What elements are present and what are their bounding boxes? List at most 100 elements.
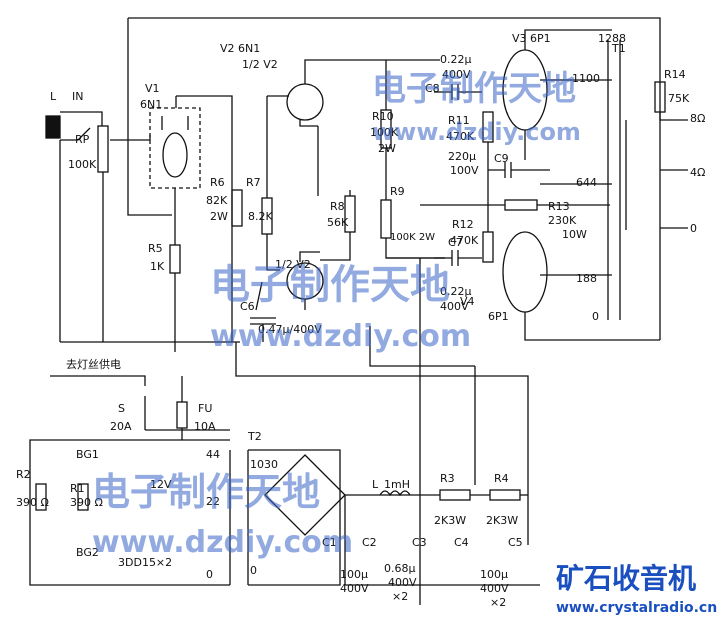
t1-1288: 1288 [598,32,626,45]
r12-label: R12 [452,218,474,231]
r3-label: R3 [440,472,455,485]
c3-label: C3 [412,536,427,549]
c45-voltage: 400V [480,582,509,595]
c7-label: C7 [448,236,463,249]
v1-type: 6N1 [140,98,162,111]
r13-value: 230K [548,214,577,227]
v4-type: 6P1 [488,310,509,323]
c12-voltage: 400V [340,582,369,595]
r1-label: R1 [70,482,85,495]
r4-value: 2K3W [486,514,518,527]
r3-value: 2K3W [434,514,466,527]
watermark-cn-top: 电子制作天地 [372,69,576,109]
c9-label: C9 [494,152,509,165]
c9-voltage: 100V [450,164,479,177]
out-4ohm: 4Ω [690,166,705,179]
t1-188: 188 [576,272,597,285]
t2-0: 0 [206,568,213,581]
fuse-rating: 10A [194,420,216,433]
v4-name: V4 [460,295,475,308]
r11-label: R11 [448,114,470,127]
brand-url: www.crystalradio.cn [556,600,717,616]
bg1-label: BG1 [76,448,99,461]
watermark-url-top: www.dzdiy.com [372,118,581,146]
r7-label: R7 [246,176,261,189]
c3-voltage: 400V [388,576,417,589]
c7-voltage: 400V [440,300,469,313]
switch-rating: 20A [110,420,132,433]
out-0: 0 [690,222,697,235]
v2-half-bottom: 1/2 V2 [275,258,311,271]
r8-value: 56K [327,216,349,229]
v2-title: V2 6N1 [220,42,260,55]
choke-label: L [372,478,379,491]
v2-half-top: 1/2 V2 [242,58,278,71]
t2-44: 44 [206,448,220,461]
r7-value: 8.2K [248,210,273,223]
fuse-label: FU [198,402,212,415]
t2-name: T2 [247,430,262,443]
r13-label: R13 [548,200,570,213]
watermark-cn-bottom: 电子制作天地 [92,470,320,514]
switch-label: S [118,402,125,415]
c8-voltage: 400V [442,68,471,81]
r5-label: R5 [148,242,163,255]
t2-22: 22 [206,495,220,508]
c7-value: 0.22μ [440,285,472,298]
r13-watt: 10W [562,228,587,241]
v3-title: V3 6P1 [512,32,551,45]
filament-label: 去灯丝供电 [66,357,121,371]
c1-label: C1 [322,536,337,549]
r2-label: R2 [16,468,31,481]
r9-value: 100K 2W [390,232,435,243]
r10-watt: 2W [378,142,396,155]
rp-label: RP [75,133,90,146]
c2-label: C2 [362,536,377,549]
c12-value: 100μ [340,568,368,581]
bg2-label: BG2 [76,546,99,559]
r14-value: 75K [668,92,690,105]
c4-label: C4 [454,536,469,549]
r5-value: 1K [150,260,165,273]
transistor-type: 3DD15×2 [118,556,172,569]
r11-value: 470K [446,130,475,143]
c45-value: 100μ [480,568,508,581]
c5-label: C5 [508,536,523,549]
v1-name: V1 [145,82,160,95]
brand-cn: 矿石收音机 [556,562,696,595]
watermark-url-mid: www.dzdiy.com [210,319,471,354]
r4-label: R4 [494,472,509,485]
choke-value: 1mH [384,478,410,491]
out-8ohm: 8Ω [690,112,705,125]
t1-1100: 1100 [572,72,600,85]
r8-label: R8 [330,200,345,213]
r10-label: R10 [372,110,394,123]
t1-name: T1 [611,42,626,55]
r6-watt: 2W [210,210,228,223]
c6-value: 0.47μ/400V [258,323,322,336]
t2-s0: 0 [250,564,257,577]
c3-count: ×2 [392,590,408,603]
c45-count: ×2 [490,596,506,609]
c8-label: C8 [425,82,440,95]
r6-value: 82K [206,194,228,207]
c6-label: C6 [240,300,255,313]
c8-value: 0.22μ [440,53,472,66]
v12-label: 12V [150,478,172,491]
rp-value: 100K [68,158,97,171]
r1-value: 390 Ω [70,496,103,509]
c9-value: 220μ [448,150,476,163]
jack-l-label: L [50,90,57,103]
r14-label: R14 [664,68,686,81]
t2-1030: 1030 [250,458,278,471]
t1-644: 644 [576,176,597,189]
r6-label: R6 [210,176,225,189]
t1-0: 0 [592,310,599,323]
r12-value: 470K [450,234,479,247]
c3-value: 0.68μ [384,562,416,575]
jack-in-label: IN [72,90,83,103]
r9-label: R9 [390,185,405,198]
watermark-cn-mid: 电子制作天地 [210,262,450,308]
watermark-url-bottom: www.dzdiy.com [92,525,353,560]
